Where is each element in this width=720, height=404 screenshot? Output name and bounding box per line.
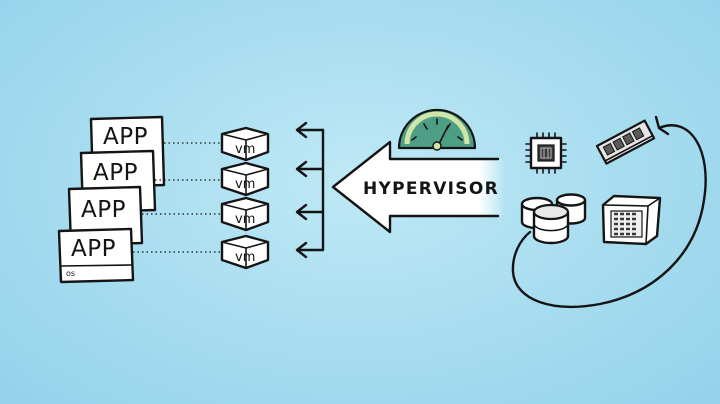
vm-label-1: vm	[235, 142, 255, 157]
distribution-arrows	[295, 121, 325, 259]
app-label-1: APP	[103, 124, 148, 150]
app-card-os: APP os	[57, 227, 135, 284]
cycle-arrow	[511, 115, 707, 308]
vm-cube-1: vm	[220, 126, 270, 162]
app-label-3: APP	[81, 197, 126, 223]
vm-cube-2: vm	[220, 161, 270, 197]
storage-disks-icon	[520, 193, 587, 245]
vm-cube-3: vm	[220, 196, 270, 232]
vm-label-4: vm	[235, 250, 255, 265]
ram-module-icon	[595, 119, 656, 165]
server-box-icon	[601, 194, 662, 246]
hypervisor-arrow: HYPERVISOR	[331, 140, 505, 234]
vm-label-3: vm	[235, 212, 255, 227]
vm-cube-4: vm	[220, 234, 270, 270]
hypervisor-label: HYPERVISOR	[363, 179, 499, 199]
app-label-4: APP	[71, 236, 116, 262]
app-vm-connectors	[133, 142, 222, 253]
vm-label-2: vm	[235, 177, 255, 192]
cpu-chip-icon	[525, 132, 567, 174]
app-label-2: APP	[93, 160, 138, 186]
os-label: os	[66, 269, 75, 278]
gauge-icon	[397, 108, 477, 151]
